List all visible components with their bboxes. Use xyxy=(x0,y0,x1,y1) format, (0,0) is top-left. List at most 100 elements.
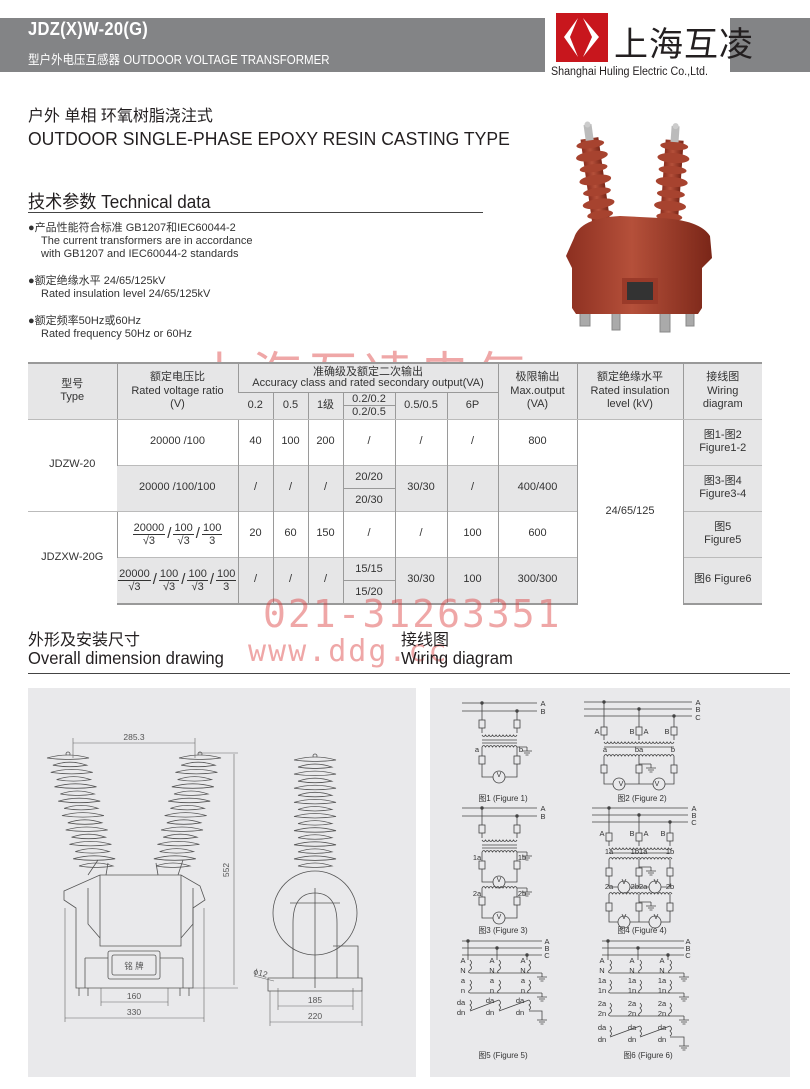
wiring-label: 1a xyxy=(658,976,667,985)
wiring-label: 2a xyxy=(605,882,614,891)
shed xyxy=(297,806,334,812)
wiring-label: V xyxy=(619,781,624,788)
wiring-label: dn xyxy=(658,1035,666,1044)
wiring-label: C xyxy=(544,951,550,960)
voltmeter-icon xyxy=(652,777,666,791)
bullet-icon: ● xyxy=(28,275,35,287)
wiring-label: 2n xyxy=(628,1009,636,1018)
shed xyxy=(293,784,337,791)
wiring-label: V xyxy=(497,772,502,779)
fuse-icon xyxy=(635,726,643,736)
wiring-label: A xyxy=(489,956,494,965)
winding-icon xyxy=(528,999,531,1011)
node-dot xyxy=(525,953,529,957)
cell: / xyxy=(237,464,273,511)
shed xyxy=(61,812,105,818)
winding-icon xyxy=(668,959,672,974)
cell: / xyxy=(446,418,498,465)
wire xyxy=(469,999,543,1016)
wiring-label: A xyxy=(695,698,700,707)
winding-icon xyxy=(481,886,518,889)
fuse-icon xyxy=(635,867,643,877)
wiring-heading-cn: 接线图 xyxy=(401,632,450,649)
cell: 100 xyxy=(446,556,498,605)
voltmeter-icon xyxy=(492,911,506,925)
transformer-body-side xyxy=(267,870,363,992)
cell: / xyxy=(342,418,395,465)
winding-icon xyxy=(468,959,472,974)
node-dot xyxy=(480,806,484,810)
ground-icon xyxy=(522,747,532,756)
wiring-label: 2a xyxy=(473,889,482,898)
wire xyxy=(609,1025,685,1042)
shed xyxy=(65,826,108,832)
shed xyxy=(293,799,337,805)
wiring-label: A xyxy=(691,804,696,813)
wiring-heading-en: Wiring diagram xyxy=(401,648,513,668)
shed xyxy=(297,820,334,826)
shed xyxy=(293,770,337,777)
fuse-icon xyxy=(478,824,486,834)
wiring-label: N xyxy=(520,966,525,975)
shed xyxy=(54,783,97,789)
winding-icon xyxy=(497,959,501,974)
winding-icon xyxy=(497,979,501,994)
shed xyxy=(163,833,199,840)
ground-icon xyxy=(646,867,656,876)
cell: 100 xyxy=(272,418,308,465)
wiring-label: da xyxy=(486,996,495,1005)
cell: 30/30 xyxy=(394,556,447,605)
cell: 40 xyxy=(237,418,273,465)
node-dot xyxy=(515,814,519,818)
winding-icon xyxy=(527,979,531,994)
wiring-label: da xyxy=(598,1023,607,1032)
cell: 20 xyxy=(237,510,273,557)
wiring-label: C xyxy=(685,951,691,960)
ground-icon xyxy=(537,1016,547,1025)
wiring-label: da xyxy=(457,998,466,1007)
wire xyxy=(608,894,671,923)
shed xyxy=(78,862,115,868)
wiring-label: 1a xyxy=(473,853,482,862)
header-acc-0.5-0.5: 0.5/0.5 xyxy=(394,392,447,420)
wiring-label: da xyxy=(658,1023,667,1032)
wire xyxy=(482,739,517,744)
logo-icon xyxy=(556,13,608,62)
cell: / xyxy=(394,510,447,557)
shed xyxy=(293,855,337,861)
header-acc-0.2: 0.2 xyxy=(238,392,273,420)
wiring-label: 1b1a xyxy=(631,847,649,856)
wiring-label: n xyxy=(490,986,494,995)
figure-caption: 图3 (Figure 3) xyxy=(478,926,528,935)
ratio-cell: 20000 /100 xyxy=(116,418,238,465)
cell: / xyxy=(446,464,498,511)
voltmeter-icon xyxy=(492,770,506,784)
shed xyxy=(46,754,90,760)
node-dot xyxy=(515,709,519,713)
wiring-label: V xyxy=(497,914,502,921)
fuse-icon xyxy=(478,755,486,765)
node-dot xyxy=(480,701,484,705)
table-row: JDZW-20 20000 /100 40 100 200 / / / 800 … xyxy=(28,418,762,604)
shed xyxy=(58,797,101,804)
cell: / xyxy=(237,556,273,605)
shed xyxy=(67,819,104,825)
wiring-label: dn xyxy=(628,1035,636,1044)
wiring-label: da xyxy=(628,1023,637,1032)
wiring-label: V xyxy=(622,914,627,921)
cell: 60 xyxy=(272,510,308,557)
cell: 100 xyxy=(446,510,498,557)
product-subtitle: 型户外电压互感器 OUTDOOR VOLTAGE TRANSFORMER xyxy=(28,53,330,67)
divider xyxy=(28,673,416,674)
winding-icon xyxy=(608,847,673,850)
ground-icon xyxy=(537,993,547,1002)
wiring-label: A xyxy=(540,804,545,813)
